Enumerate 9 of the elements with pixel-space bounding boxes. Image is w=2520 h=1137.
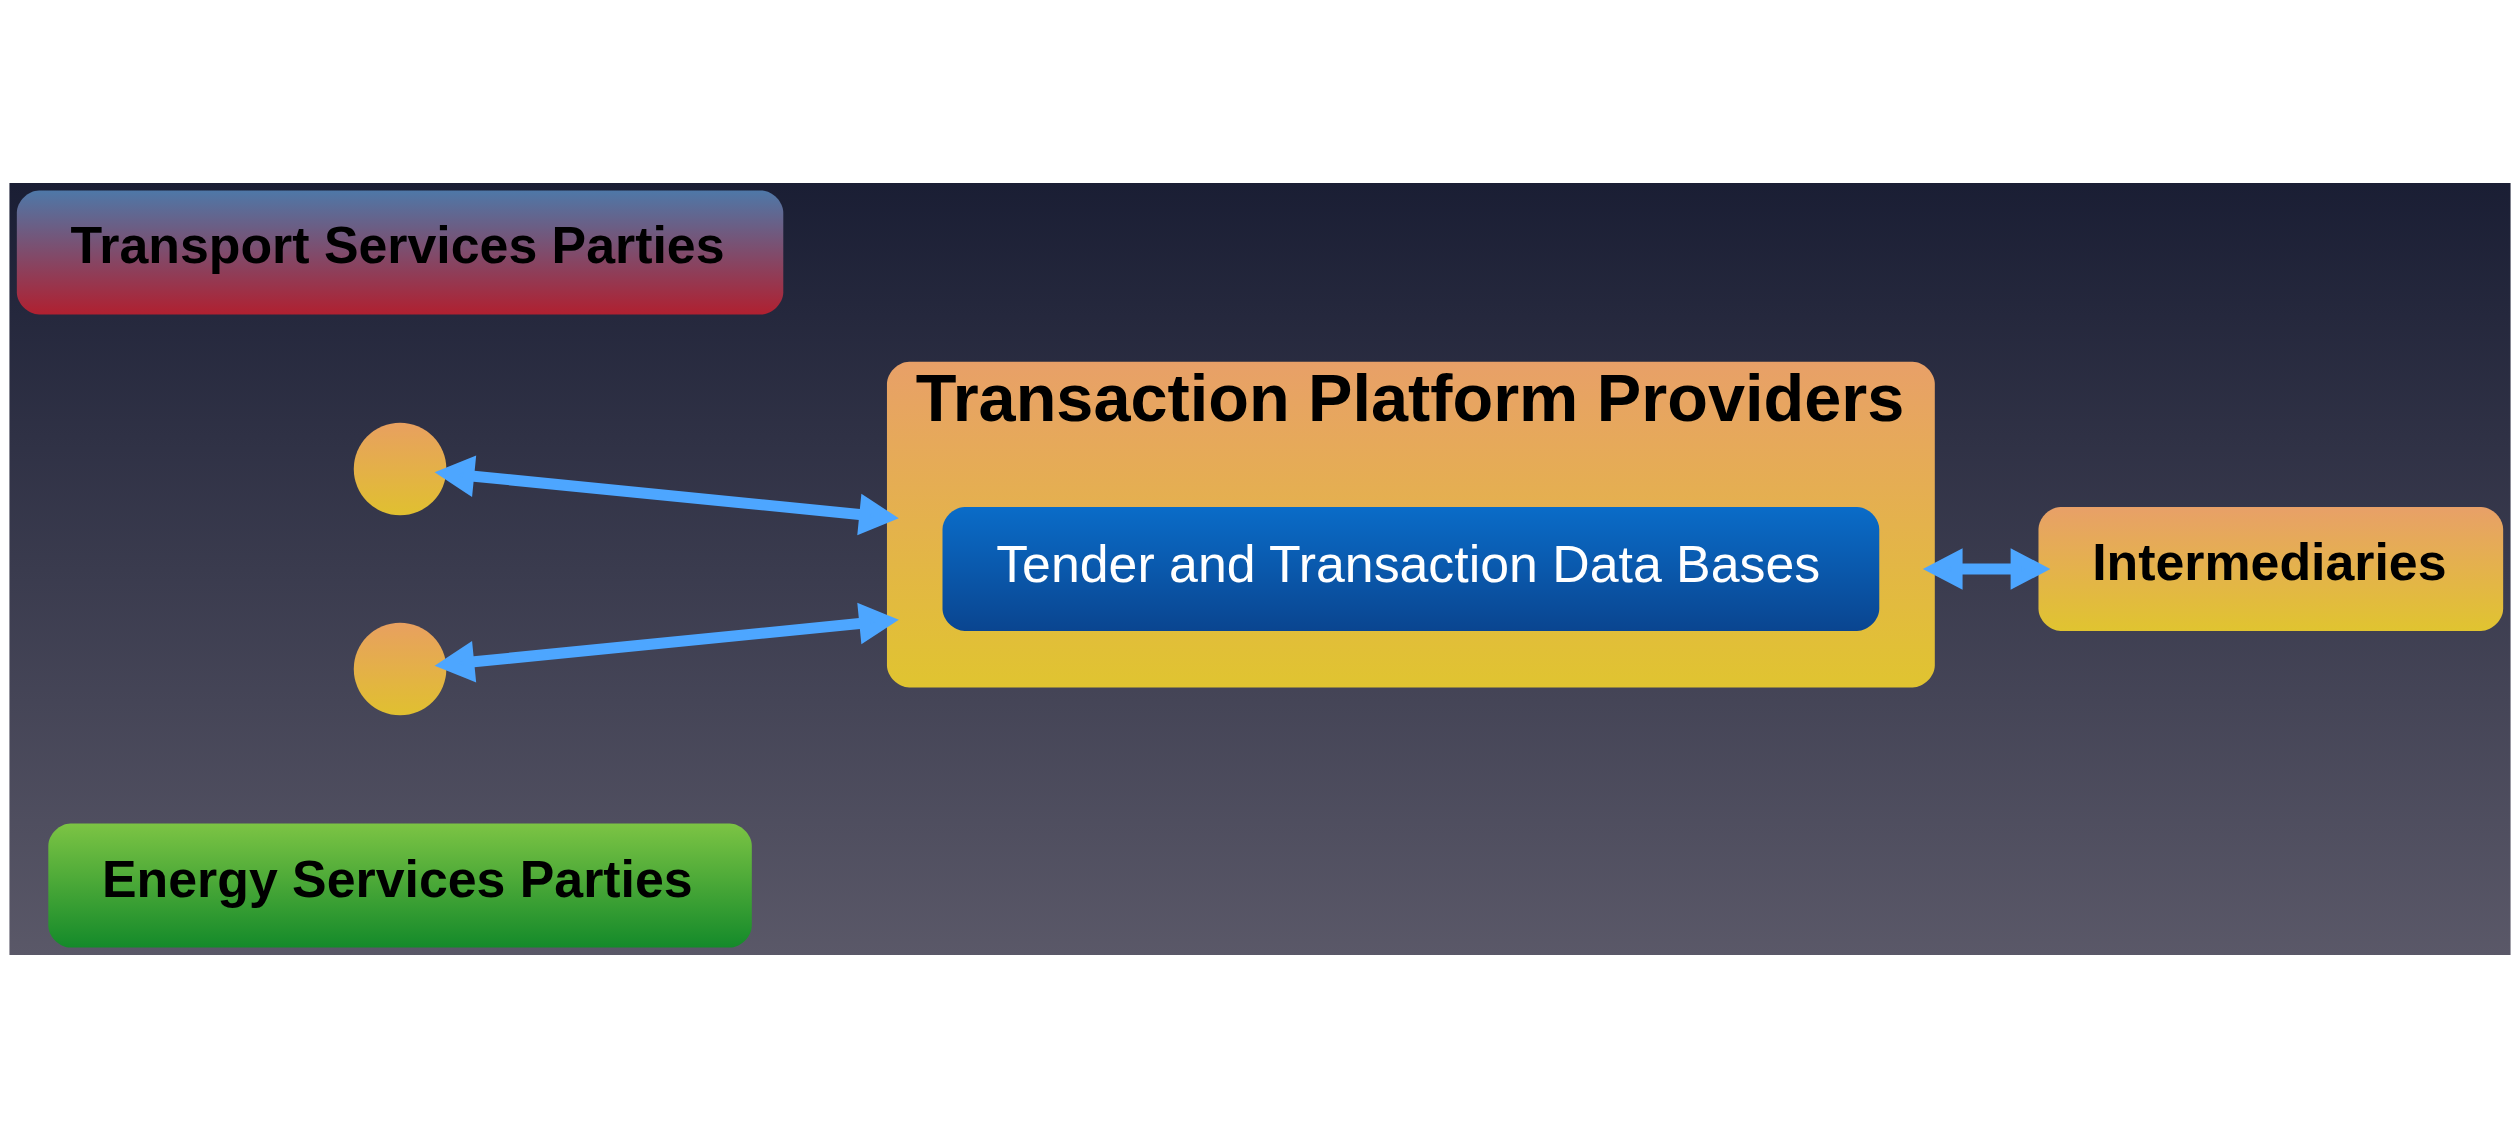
node-box: Tender and Transaction Data Bases	[942, 506, 1880, 631]
arrow	[1922, 547, 2051, 590]
arrow	[434, 602, 899, 683]
node-box: Transport Services Parties	[16, 189, 784, 314]
node-box: Energy Services Parties	[48, 823, 752, 948]
node-circle	[353, 622, 447, 715]
arrow	[434, 454, 899, 535]
node-circle	[353, 422, 447, 515]
node-box: Intermediaries	[2038, 506, 2504, 631]
